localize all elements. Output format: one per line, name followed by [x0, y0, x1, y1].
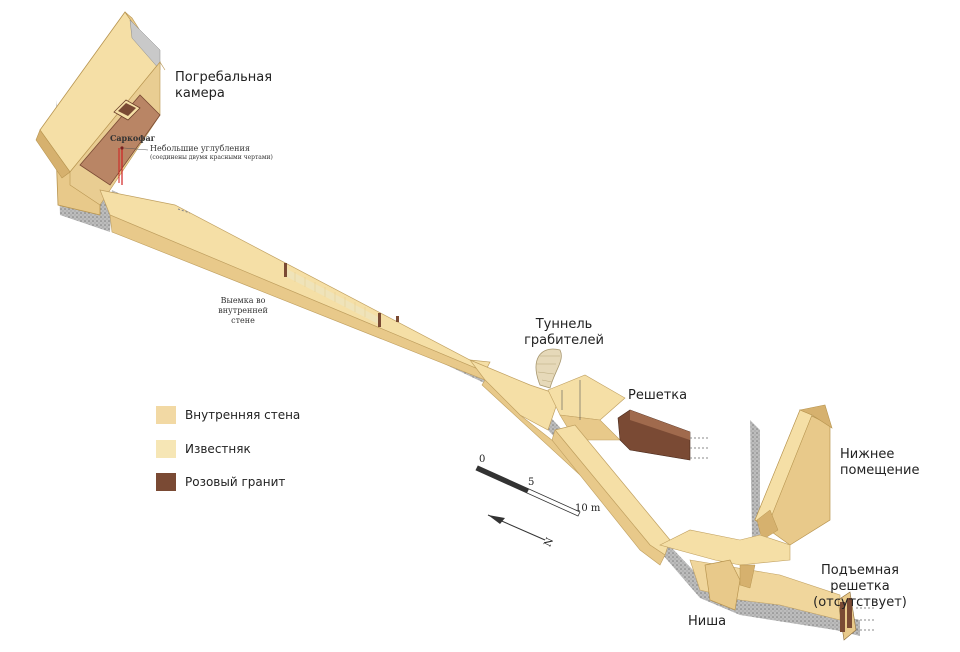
- scale-tick-5: 5: [528, 477, 535, 488]
- legend-swatch-inner-wall: [156, 406, 176, 424]
- legend-label-granite: Розовый гранит: [185, 475, 286, 489]
- label-notch-line2: внутренней стене: [218, 306, 268, 325]
- label-robbers-tunnel-line2: грабителей: [524, 333, 604, 348]
- label-burial-chamber-line2: камера: [175, 86, 225, 101]
- label-robbers-tunnel-line1: Туннель: [535, 317, 593, 332]
- label-portcullis-line1: Подъемная решетка: [821, 563, 899, 594]
- legend-item-granite: Розовый гранит: [156, 473, 285, 491]
- label-lower-room-line2: помещение: [840, 463, 920, 478]
- lower-room: [754, 404, 833, 546]
- legend-label-limestone: Известняк: [185, 442, 251, 456]
- label-portcullis: Подъемная решетка (отсутствует): [797, 563, 923, 611]
- legend-item-inner-wall: Внутренняя стена: [156, 406, 300, 424]
- label-sarcophagus: Саркофаг: [110, 133, 156, 143]
- label-burial-chamber-line1: Погребальная: [175, 70, 273, 85]
- label-lower-room-line1: Нижнее: [840, 447, 895, 462]
- scale-tick-0: 0: [479, 454, 486, 465]
- legend-label-inner-wall: Внутренняя стена: [185, 408, 301, 422]
- label-niche: Ниша: [688, 614, 727, 629]
- label-lower-room: Нижнее помещение: [840, 447, 919, 479]
- legend-swatch-limestone: [156, 440, 176, 458]
- legend-swatch-granite: [156, 473, 176, 491]
- label-small-recesses: Небольшие углубления: [150, 144, 250, 153]
- label-grate: Решетка: [628, 388, 688, 403]
- burial-chamber: [35, 11, 166, 216]
- scale-bar: [475, 465, 581, 517]
- north-arrow-icon: [487, 514, 546, 541]
- legend-item-limestone: Известняк: [156, 440, 251, 458]
- label-burial-chamber: Погребальная камера: [175, 70, 272, 102]
- lower-corridor: [551, 424, 671, 566]
- label-notch: Выемка во внутренней стене: [208, 296, 278, 326]
- horizontal-corridor: [659, 529, 876, 641]
- label-robbers-tunnel: Туннель грабителей: [524, 317, 604, 349]
- descending-corridor: [99, 189, 491, 381]
- label-notch-line1: Выемка во: [220, 296, 266, 305]
- label-small-recesses-note: (соединены двумя красными чертами): [150, 154, 273, 161]
- scale-tick-10: 10 m: [575, 503, 601, 514]
- label-portcullis-line2: (отсутствует): [813, 595, 907, 610]
